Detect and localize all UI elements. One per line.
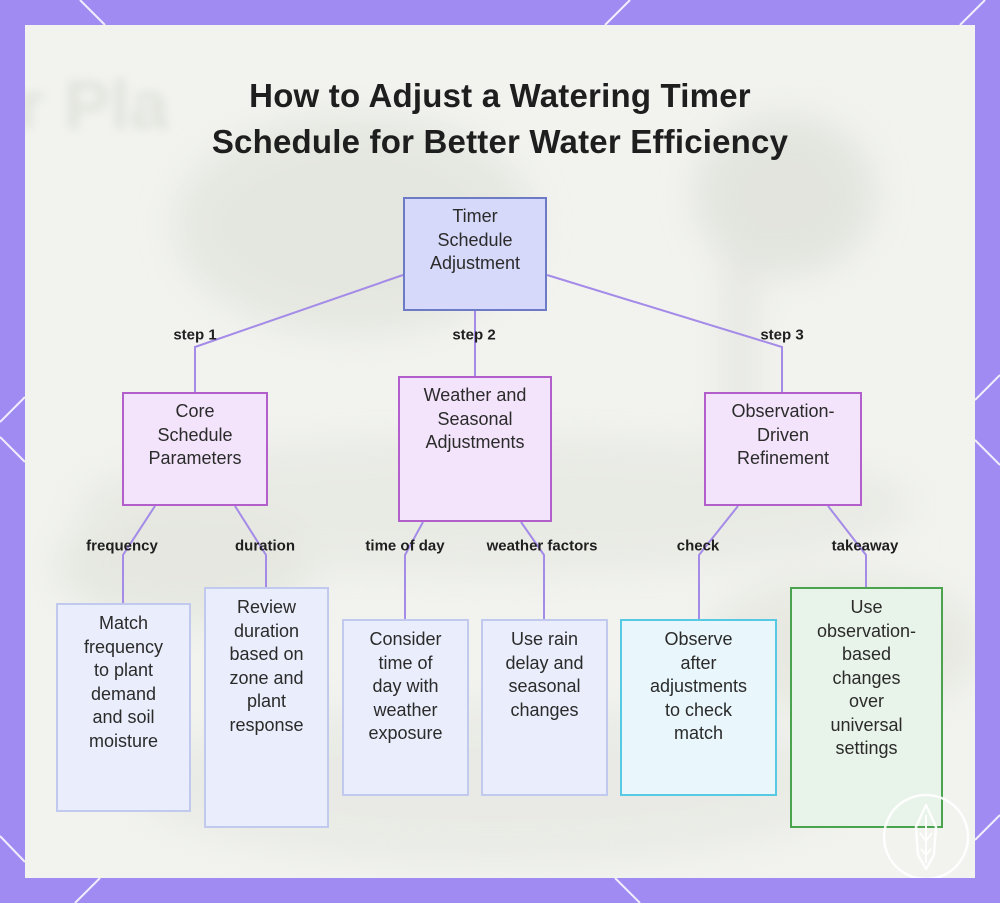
node-text-line: and soil bbox=[92, 707, 155, 727]
edge-label-step-1: step 1 bbox=[173, 326, 217, 344]
node-observation-driven-refinement: Observation- Driven Refinement bbox=[704, 392, 862, 506]
node-text-line: moisture bbox=[88, 730, 159, 751]
node-text-line: response bbox=[229, 714, 304, 735]
node-text-line: Schedule bbox=[157, 424, 233, 445]
node-text-line: based bbox=[841, 644, 892, 664]
node-text-line: Review bbox=[236, 597, 296, 617]
leaf-seal-icon bbox=[882, 793, 970, 878]
node-text-line: to plant bbox=[93, 660, 154, 680]
node-text-line: Observation- bbox=[731, 401, 835, 421]
connector-lines bbox=[122, 274, 867, 619]
node-text-line: universal bbox=[830, 714, 903, 735]
node-text-line: match bbox=[673, 723, 724, 743]
node-text-line: changes bbox=[510, 699, 579, 720]
node-text-line: Observe bbox=[664, 629, 733, 649]
node-match-frequency: Match frequency to plant demand and soil… bbox=[56, 603, 191, 812]
node-text-line: settings bbox=[835, 738, 898, 758]
node-text-line: delay and bbox=[505, 652, 584, 673]
node-text-line: zone and bbox=[229, 667, 304, 688]
edge-observation-check bbox=[698, 505, 739, 619]
node-core-schedule-parameters: Core Schedule Parameters bbox=[122, 392, 268, 506]
node-text-line: frequency bbox=[83, 636, 164, 657]
node-text-line: duration bbox=[233, 620, 300, 641]
node-text-line: changes bbox=[832, 667, 901, 688]
node-text-line: demand bbox=[90, 683, 157, 704]
edge-root-observation bbox=[546, 274, 783, 392]
node-text-line: exposure bbox=[368, 723, 443, 743]
node-review-duration: Review duration based on zone and plant … bbox=[204, 587, 329, 828]
edge-core-frequency bbox=[122, 505, 156, 603]
node-takeaway-observation-based: Use observation- based changes over univ… bbox=[790, 587, 943, 828]
background-sign-text: r Pla bbox=[25, 66, 170, 144]
node-text-line: based on bbox=[229, 644, 304, 664]
diagram-panel: r Pla How to Adjust a Watering Timer Sch… bbox=[25, 25, 975, 878]
node-text-line: Adjustments bbox=[425, 432, 525, 452]
node-text-line: Use rain bbox=[510, 629, 578, 649]
edge-label-step-3: step 3 bbox=[760, 326, 804, 344]
node-text-line: plant bbox=[246, 691, 287, 711]
edge-label-frequency: frequency bbox=[86, 537, 158, 555]
edge-core-duration bbox=[234, 505, 267, 587]
node-observe-after-adjustments: Observe after adjustments to check match bbox=[620, 619, 777, 796]
node-consider-time-of-day: Consider time of day with weather exposu… bbox=[342, 619, 469, 796]
node-text-line: time of bbox=[378, 652, 433, 673]
edge-weather-timeofday bbox=[404, 521, 424, 619]
edge-label-weather-factors: weather factors bbox=[486, 537, 598, 555]
node-text-line: Parameters bbox=[148, 448, 242, 468]
edge-label-step-2: step 2 bbox=[452, 326, 496, 344]
title-line-1: How to Adjust a Watering Timer bbox=[249, 77, 751, 114]
node-use-rain-delay: Use rain delay and seasonal changes bbox=[481, 619, 608, 796]
node-text-line: after bbox=[680, 652, 717, 673]
edge-label-duration: duration bbox=[235, 537, 295, 555]
node-text-line: Core bbox=[175, 401, 215, 421]
node-text-line: Weather and bbox=[423, 385, 527, 405]
node-text-line: Timer bbox=[452, 206, 498, 226]
node-text-line: Consider bbox=[369, 629, 442, 649]
edge-label-check: check bbox=[676, 537, 720, 555]
edge-weather-weatherfactors bbox=[520, 521, 545, 619]
edge-root-core bbox=[194, 274, 404, 392]
node-text-line: adjustments bbox=[649, 676, 748, 696]
node-text-line: Seasonal bbox=[437, 408, 513, 429]
node-weather-seasonal-adjustments: Weather and Seasonal Adjustments bbox=[398, 376, 552, 522]
diagram-title: How to Adjust a Watering Timer Schedule … bbox=[25, 73, 975, 165]
edge-observation-takeaway bbox=[827, 505, 867, 587]
node-text-line: over bbox=[848, 691, 884, 711]
node-text-line: to check bbox=[664, 699, 733, 720]
node-text-line: weather bbox=[373, 699, 438, 720]
node-text-line: Match bbox=[98, 613, 149, 633]
title-line-2: Schedule for Better Water Efficiency bbox=[211, 123, 789, 160]
node-text-line: Refinement bbox=[736, 448, 830, 468]
node-text-line: day with bbox=[372, 676, 439, 696]
node-text-line: seasonal bbox=[508, 676, 581, 696]
node-text-line: Schedule bbox=[437, 229, 513, 250]
node-text-line: observation- bbox=[816, 620, 917, 641]
edge-label-takeaway: takeaway bbox=[831, 537, 899, 555]
node-text-line: Use bbox=[850, 597, 883, 617]
node-timer-schedule-adjustment: Timer Schedule Adjustment bbox=[403, 197, 547, 311]
node-text-line: Driven bbox=[756, 424, 809, 445]
node-text-line: Adjustment bbox=[429, 253, 521, 273]
edge-label-time-of-day: time of day bbox=[365, 537, 445, 555]
